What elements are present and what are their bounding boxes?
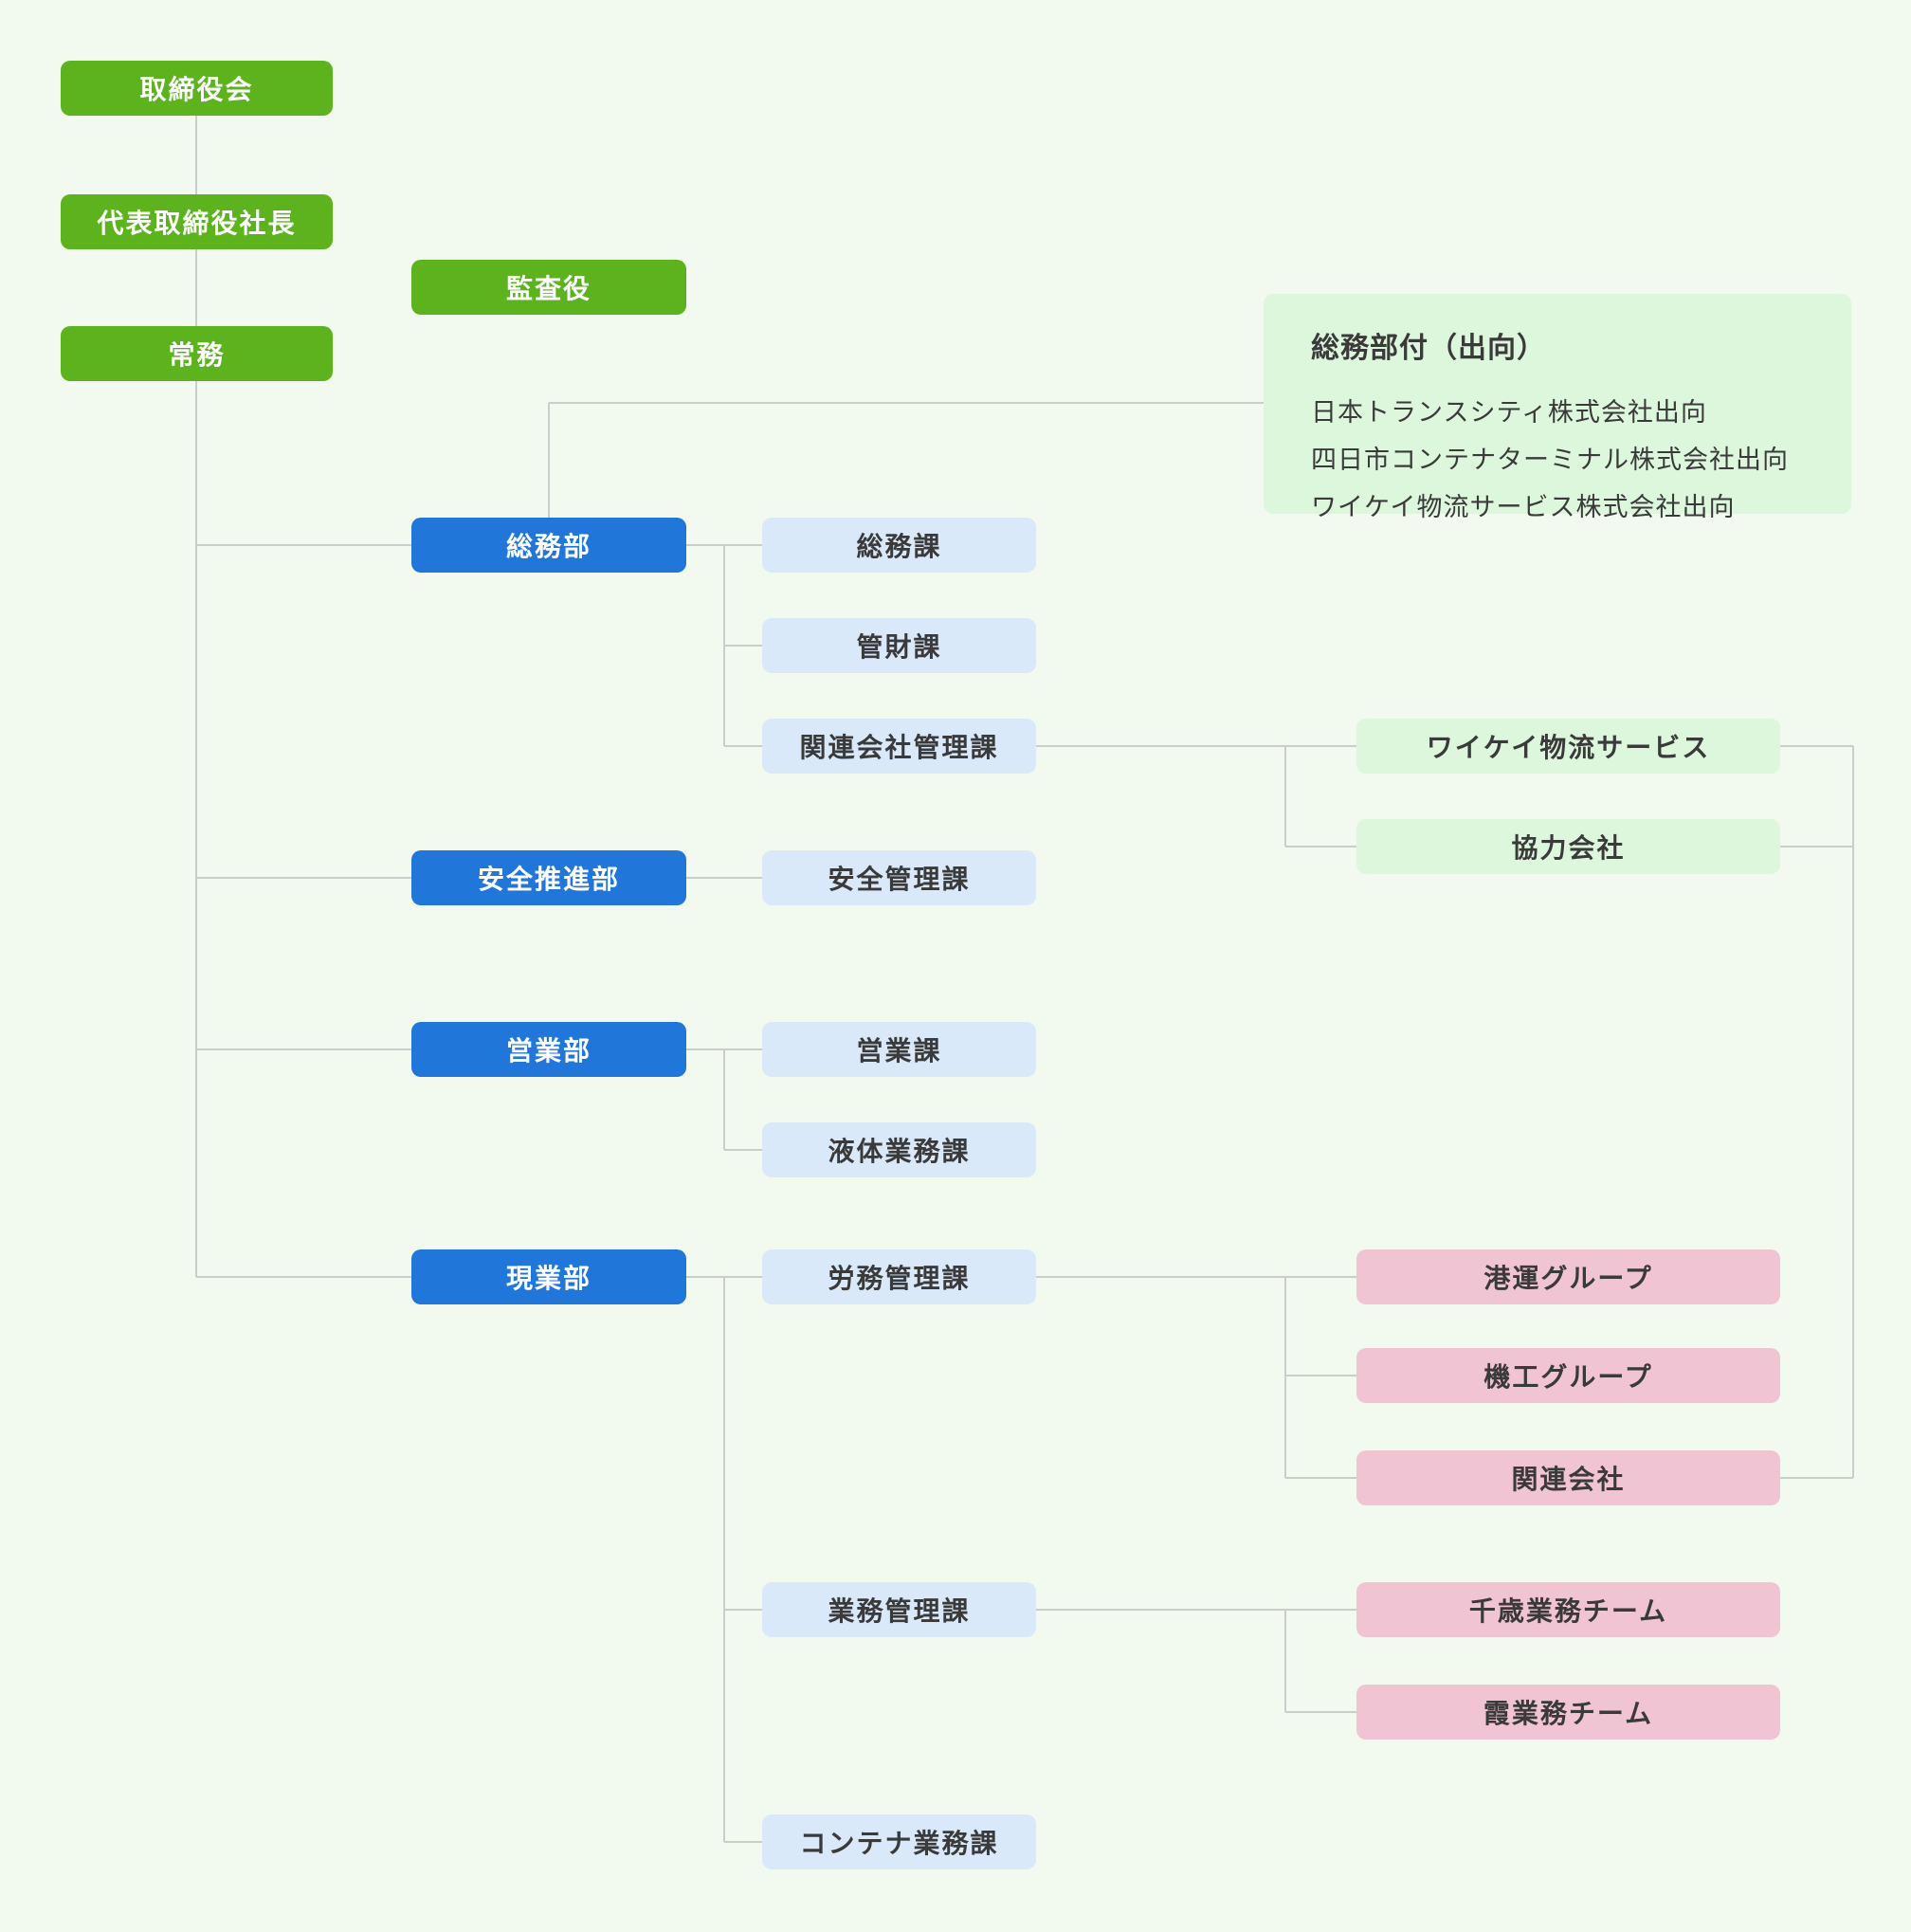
node-chitose-business-team: 千歳業務チーム	[1356, 1582, 1780, 1637]
connector-line	[1284, 746, 1286, 847]
connector-line	[196, 544, 411, 546]
node-safety-mgmt-section: 安全管理課	[762, 850, 1036, 905]
connector-line	[1780, 1477, 1853, 1479]
connector-line	[686, 544, 762, 546]
note-box-secondment: 総務部付（出向） 日本トランスシティ株式会社出向 四日市コンテナターミナル株式会…	[1264, 294, 1851, 521]
connector-line	[723, 1049, 725, 1150]
connector-line	[723, 1277, 725, 1842]
node-sales-section: 営業課	[762, 1022, 1036, 1077]
connector-line	[724, 1149, 762, 1151]
node-sales-dept: 営業部	[411, 1022, 686, 1077]
node-property-section: 管財課	[762, 618, 1036, 673]
node-managing-director: 常務	[61, 326, 333, 381]
connector-line	[196, 877, 411, 879]
node-president: 代表取締役社長	[61, 194, 333, 249]
connector-line	[195, 116, 197, 194]
node-operations-dept: 現業部	[411, 1249, 686, 1304]
node-business-mgmt-section: 業務管理課	[762, 1582, 1036, 1637]
note-line: ワイケイ物流サービス株式会社出向	[1311, 493, 1736, 521]
node-kasumi-business-team: 霞業務チーム	[1356, 1685, 1780, 1740]
connector-line	[686, 877, 762, 879]
connector-line	[1036, 1276, 1356, 1278]
connector-line	[724, 745, 762, 747]
connector-line	[1285, 1477, 1356, 1479]
connector-line	[549, 402, 1264, 404]
connector-line	[1285, 1375, 1356, 1376]
node-container-business-section: コンテナ業務課	[762, 1814, 1036, 1869]
node-general-affairs-dept: 総務部	[411, 518, 686, 573]
connector-line	[195, 381, 197, 1277]
node-general-affairs-section: 総務課	[762, 518, 1036, 573]
node-affiliated-companies: 関連会社	[1356, 1450, 1780, 1505]
connector-line	[1036, 745, 1356, 747]
connector-line	[724, 1609, 762, 1611]
node-labor-mgmt-section: 労務管理課	[762, 1249, 1036, 1304]
connector-line	[686, 1276, 762, 1278]
connector-line	[1036, 1609, 1356, 1611]
connector-line	[1780, 846, 1853, 848]
connector-line	[1285, 1711, 1356, 1713]
connector-line	[1284, 1610, 1286, 1712]
node-liquid-business-section: 液体業務課	[762, 1122, 1036, 1177]
node-board-of-directors: 取締役会	[61, 61, 333, 116]
node-machinery-group: 機工グループ	[1356, 1348, 1780, 1403]
connector-line	[1852, 746, 1854, 1478]
connector-line	[195, 249, 197, 326]
connector-line	[724, 645, 762, 647]
connector-line	[686, 1048, 762, 1050]
node-yk-logistics-service: ワイケイ物流サービス	[1356, 719, 1780, 774]
connector-line	[548, 403, 550, 518]
note-title: 総務部付（出向）	[1311, 333, 1546, 364]
node-harbor-transport-group: 港運グループ	[1356, 1249, 1780, 1304]
note-line: 日本トランスシティ株式会社出向	[1311, 398, 1707, 427]
connector-line	[1780, 745, 1853, 747]
connector-line	[1285, 846, 1356, 848]
connector-line	[1284, 1277, 1286, 1478]
node-auditor: 監査役	[411, 260, 686, 315]
connector-line	[724, 1841, 762, 1843]
node-affiliate-mgmt-section: 関連会社管理課	[762, 719, 1036, 774]
note-line: 四日市コンテナターミナル株式会社出向	[1311, 446, 1789, 474]
connector-line	[196, 1276, 411, 1278]
node-safety-promotion-dept: 安全推進部	[411, 850, 686, 905]
node-partner-companies: 協力会社	[1356, 819, 1780, 874]
connector-line	[196, 1048, 411, 1050]
